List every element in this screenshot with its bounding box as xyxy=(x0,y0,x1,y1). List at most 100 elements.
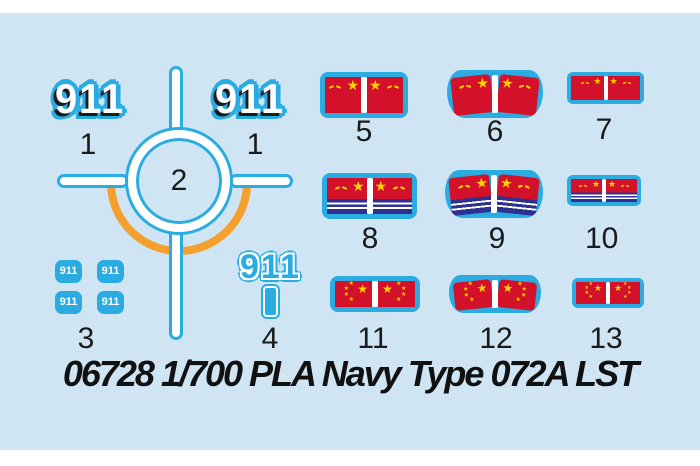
flag-5-military-flat: ★ ★ xyxy=(320,72,408,118)
hull-chip-911: 911 xyxy=(97,291,124,314)
star-icon: ★ xyxy=(351,178,365,194)
flag-fold-stripe xyxy=(366,178,373,214)
flag-panel: ★ ★ ★ ★ ★ xyxy=(452,279,494,311)
helipad-arm-left xyxy=(57,174,129,188)
flag-13-national-small: ★ ★ ★ ★ ★ ★ ★ ★ ★ ★ xyxy=(572,278,644,308)
star-icon: ★ xyxy=(374,178,388,194)
flag-panel: ★ xyxy=(367,77,403,113)
bayi-marks-icon xyxy=(622,81,631,85)
flag-6-military-wavy: ★ ★ xyxy=(447,70,543,118)
item-label-10: 10 xyxy=(585,222,619,255)
small-star-icon: ★ xyxy=(401,292,407,298)
star-icon: ★ xyxy=(593,283,602,293)
small-star-icon: ★ xyxy=(348,281,354,287)
star-icon: ★ xyxy=(357,282,368,296)
bayi-marks-icon xyxy=(392,185,405,191)
star-icon: ★ xyxy=(382,282,393,296)
helipad-arm-top xyxy=(169,66,183,136)
hull-chip-911: 911 xyxy=(97,260,124,283)
flag-fold-stripe xyxy=(491,175,497,213)
star-icon: ★ xyxy=(501,280,515,296)
flag-10-navy-ensign-small: ★ ★ xyxy=(567,175,641,206)
flag-12-national-wavy: ★ ★ ★ ★ ★ ★ ★ ★ ★ ★ xyxy=(449,275,541,313)
hull-number-911-b: 911 xyxy=(215,75,286,122)
star-icon: ★ xyxy=(608,179,617,189)
bayi-marks-icon xyxy=(328,84,342,90)
flag-fold-stripe xyxy=(602,179,606,202)
flag-fold-stripe xyxy=(372,281,378,307)
helipad-arm-right xyxy=(229,174,293,188)
bayi-marks-icon xyxy=(459,83,472,90)
item-label-1a: 1 xyxy=(79,128,97,161)
small-star-icon: ★ xyxy=(623,282,628,287)
star-icon: ★ xyxy=(475,74,490,92)
flag-fold-stripe xyxy=(361,77,367,113)
bayi-marks-icon xyxy=(620,184,630,188)
flag-8-navy-ensign-flat: ★ ★ xyxy=(322,173,417,219)
small-star-icon: ★ xyxy=(588,294,593,300)
flag-9-navy-ensign-wavy: ★ ★ xyxy=(445,170,543,218)
star-icon: ★ xyxy=(591,179,600,189)
flag-panel: ★ ★ ★ ★ ★ xyxy=(378,281,415,307)
small-star-icon: ★ xyxy=(584,285,589,291)
item-label-9: 9 xyxy=(488,222,506,255)
flag-fold-stripe xyxy=(492,75,498,113)
small-star-icon: ★ xyxy=(343,286,349,292)
helipad-arm-bottom xyxy=(169,226,183,340)
star-icon: ★ xyxy=(499,174,514,192)
small-star-icon: ★ xyxy=(584,290,589,296)
bayi-marks-icon xyxy=(458,183,471,190)
bayi-marks-icon xyxy=(518,83,532,90)
small-star-icon: ★ xyxy=(520,292,527,299)
flag-11-national-flat: ★ ★ ★ ★ ★ ★ ★ ★ ★ ★ xyxy=(330,276,420,312)
small-star-icon: ★ xyxy=(623,294,628,300)
star-icon: ★ xyxy=(500,74,515,92)
flag-panel: ★ ★ ★ ★ ★ xyxy=(496,279,538,311)
hull-chip-911: 911 xyxy=(55,260,82,283)
small-star-icon: ★ xyxy=(627,285,632,291)
item-label-8: 8 xyxy=(361,222,379,255)
flag-panel: ★ xyxy=(325,77,361,113)
item-label-4: 4 xyxy=(261,322,279,355)
flag-panel: ★ xyxy=(571,179,602,202)
flag-panel: ★ xyxy=(327,178,367,214)
bayi-marks-icon xyxy=(517,183,531,190)
flag-panel: ★ xyxy=(571,76,604,100)
star-icon: ★ xyxy=(609,76,618,86)
flag-fold-stripe xyxy=(603,76,608,100)
small-star-icon: ★ xyxy=(627,290,632,296)
flag-panel: ★ ★ ★ ★ ★ xyxy=(335,281,372,307)
flag-panel: ★ xyxy=(606,179,637,202)
small-star-icon: ★ xyxy=(468,296,475,304)
small-star-icon: ★ xyxy=(348,297,354,303)
kit-caption: 06728 1/700 PLA Navy Type 072A LST xyxy=(62,353,639,394)
flag-panel: ★ ★ ★ ★ ★ xyxy=(576,282,606,304)
flag-fold-stripe xyxy=(492,280,498,308)
star-icon: ★ xyxy=(369,77,382,93)
flag-panel: ★ xyxy=(496,74,540,116)
star-icon: ★ xyxy=(593,76,602,86)
flag-panel: ★ xyxy=(607,76,640,100)
small-star-icon: ★ xyxy=(515,296,522,304)
flag-panel: ★ xyxy=(450,74,494,116)
item-label-12: 12 xyxy=(479,322,513,355)
item-label-5: 5 xyxy=(355,115,373,148)
small-star-icon: ★ xyxy=(343,292,349,298)
item-label-13: 13 xyxy=(589,322,623,355)
flag-panel: ★ ★ ★ ★ ★ xyxy=(610,282,640,304)
hull-number-stem xyxy=(263,286,278,317)
item-label-2: 2 xyxy=(170,164,188,197)
hull-number-911-a: 911 xyxy=(55,75,126,122)
flag-7-military-small: ★ ★ xyxy=(567,72,644,104)
item-label-11: 11 xyxy=(357,322,389,355)
hull-number-911-cyan: 911 xyxy=(240,248,301,286)
bayi-marks-icon xyxy=(580,81,589,85)
small-star-icon: ★ xyxy=(396,297,402,303)
star-icon: ★ xyxy=(475,280,489,296)
bayi-marks-icon xyxy=(578,184,588,188)
item-label-6: 6 xyxy=(486,115,504,148)
small-star-icon: ★ xyxy=(401,286,407,292)
item-label-7: 7 xyxy=(595,113,613,146)
flag-panel: ★ xyxy=(495,173,540,217)
hull-chip-911: 911 xyxy=(55,291,82,314)
